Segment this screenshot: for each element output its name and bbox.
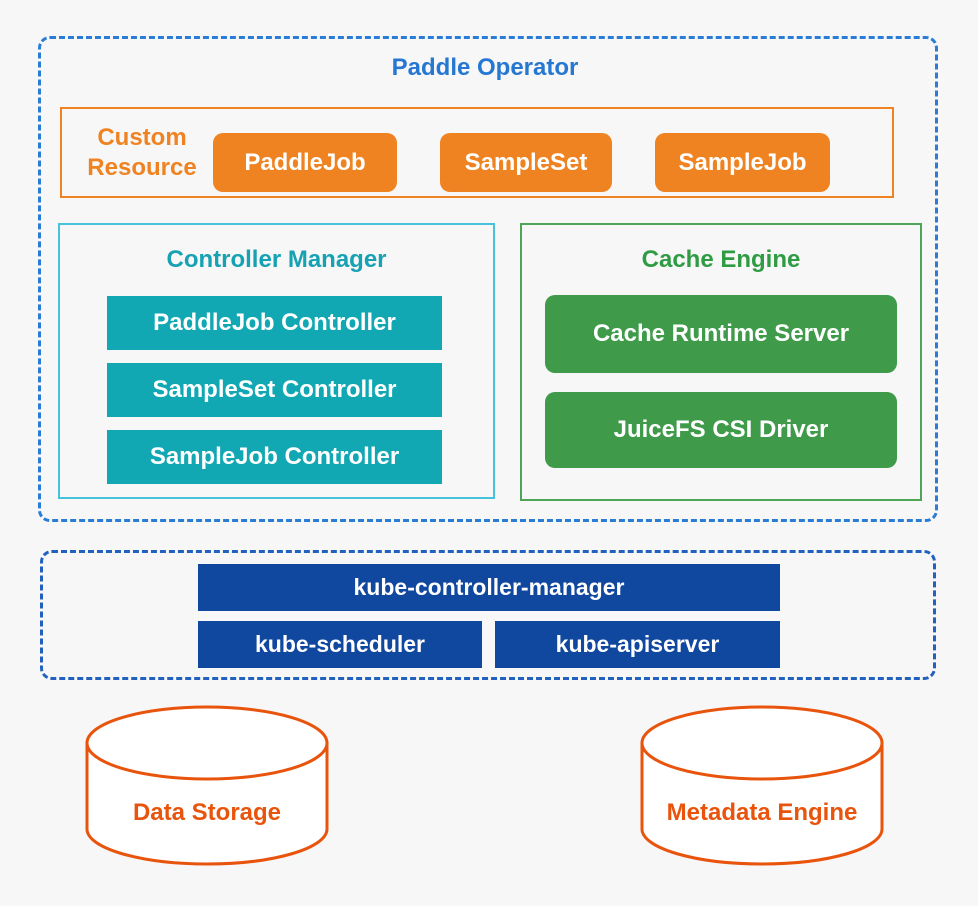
controller-manager-title: Controller Manager: [166, 246, 387, 273]
cylinder-shape-icon: [640, 705, 884, 866]
metadata-engine-label: Metadata Engine: [666, 799, 858, 826]
paddle-operator-title: Paddle Operator: [391, 54, 579, 81]
node-samplejob-controller: SampleJob Controller: [107, 430, 442, 484]
controller-manager-box: [58, 223, 495, 499]
data-storage-label: Data Storage: [132, 799, 282, 826]
node-juicefs-csi-driver: JuiceFS CSI Driver: [545, 392, 897, 468]
cache-engine-box: [520, 223, 922, 501]
node-sampleset: SampleSet: [440, 133, 612, 192]
data-storage-cylinder: Data Storage: [84, 703, 330, 868]
custom-resource-box: [60, 107, 894, 198]
node-samplejob: SampleJob: [655, 133, 830, 192]
node-kube-scheduler: kube-scheduler: [198, 621, 482, 668]
node-paddlejob-controller: PaddleJob Controller: [107, 296, 442, 350]
node-cache-runtime-server: Cache Runtime Server: [545, 295, 897, 373]
node-sampleset-controller: SampleSet Controller: [107, 363, 442, 417]
custom-resource-label: Custom Resource: [87, 123, 197, 181]
cylinder-shape-icon: [85, 705, 329, 866]
node-kube-controller-manager: kube-controller-manager: [198, 564, 780, 611]
node-paddlejob: PaddleJob: [213, 133, 397, 192]
node-kube-apiserver: kube-apiserver: [495, 621, 780, 668]
kubernetes-frame: [40, 550, 936, 680]
paddle-operator-frame: [38, 36, 938, 522]
metadata-engine-cylinder: Metadata Engine: [639, 703, 885, 868]
cache-engine-title: Cache Engine: [641, 246, 801, 273]
